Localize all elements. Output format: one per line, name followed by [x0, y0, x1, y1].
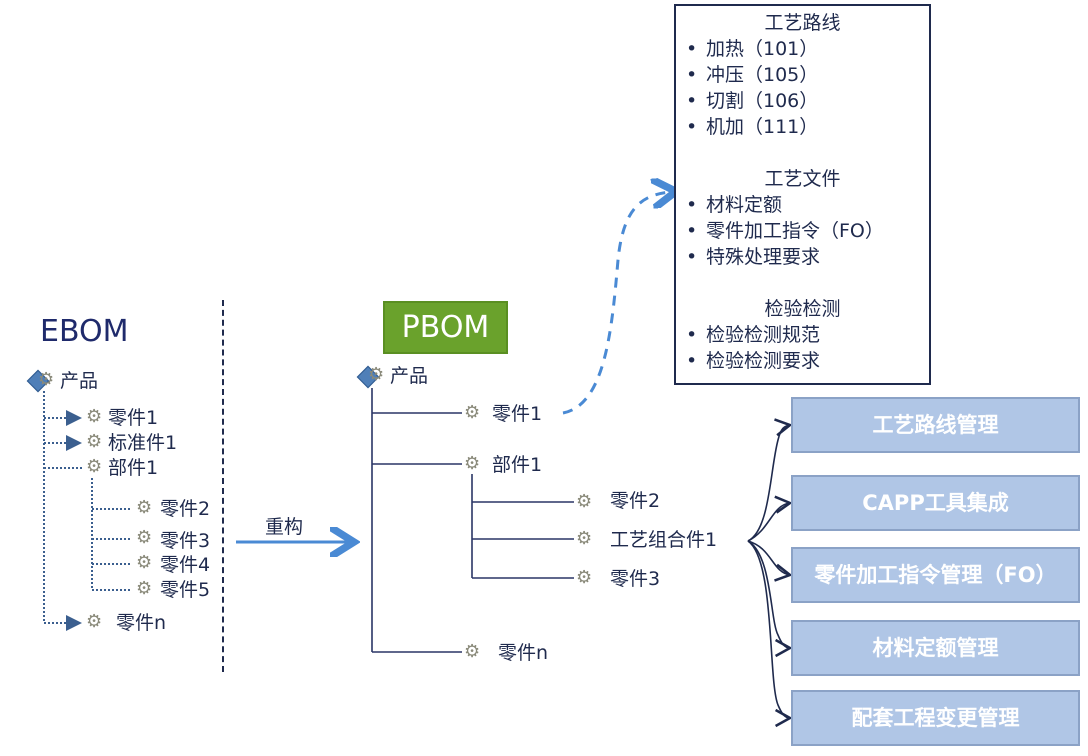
info-section-routing: 工艺路线 •加热（101） •冲压（105） •切割（106） •机加（111） [676, 10, 929, 140]
gear-icon: ⚙ [136, 552, 153, 573]
pbom-item: 部件1 [492, 454, 543, 476]
section-title: 工艺路线 [764, 12, 841, 34]
info-section-inspection: 检验检测 •检验检测规范 •检验检测要求 [676, 296, 929, 374]
mgmt-box-capp: CAPP工具集成 [791, 475, 1080, 531]
mgmt-box-material: 材料定额管理 [791, 620, 1080, 676]
divider-dashed [222, 300, 224, 672]
bullet-item: •切割（106） [686, 90, 819, 112]
pbom-tree-lines [371, 388, 574, 653]
ebom-item: 零件5 [160, 579, 211, 601]
pbom-item: 零件1 [492, 403, 543, 425]
ebom-item: 零件3 [160, 530, 211, 552]
gear-icon: ⚙ [576, 567, 593, 588]
ebom-item: 零件4 [160, 554, 211, 576]
pbom-item: 零件3 [610, 568, 661, 590]
gear-icon: ⚙ [136, 497, 153, 518]
pbom-root-label: 产品 [390, 365, 429, 387]
ebom-item: 部件1 [108, 457, 159, 479]
pbom-item: 零件2 [610, 490, 661, 512]
bullet-item: •检验检测要求 [686, 350, 821, 372]
gear-icon: ⚙ [464, 641, 481, 662]
gear-icon: ⚙ [86, 611, 103, 632]
gear-icon: ⚙ [368, 364, 385, 385]
bullet-item: •材料定额 [686, 194, 783, 216]
ebom-root-label: 产品 [60, 370, 99, 392]
gear-icon: ⚙ [576, 491, 593, 512]
info-link-arrow [562, 192, 670, 415]
ebom-item: 标准件1 [108, 432, 178, 454]
pbom-title: PBOM [383, 301, 508, 354]
restructure-label: 重构 [265, 516, 304, 538]
process-info-box: 工艺路线 •加热（101） •冲压（105） •切割（106） •机加（111）… [674, 4, 931, 385]
section-title: 工艺文件 [764, 168, 841, 190]
section-title: 检验检测 [764, 298, 841, 320]
mgmt-box-routing: 工艺路线管理 [791, 397, 1080, 453]
bullet-item: •检验检测规范 [686, 324, 821, 346]
bullet-item: •零件加工指令（FO） [686, 220, 884, 242]
mgmt-box-change: 配套工程变更管理 [791, 690, 1080, 746]
bullet-item: •机加（111） [686, 116, 819, 138]
gear-icon: ⚙ [464, 402, 481, 423]
ebom-item: 零件1 [108, 407, 159, 429]
ebom-item: 零件n [116, 612, 167, 634]
brace-arrows [747, 418, 793, 728]
ebom-item: 零件2 [160, 498, 211, 520]
ebom-title: EBOM [40, 314, 129, 349]
gear-icon: ⚙ [86, 431, 103, 452]
info-section-documents: 工艺文件 •材料定额 •零件加工指令（FO） •特殊处理要求 [676, 166, 929, 270]
gear-icon: ⚙ [86, 456, 103, 477]
gear-icon: ⚙ [136, 578, 153, 599]
bullet-item: •加热（101） [686, 38, 819, 60]
bullet-item: •特殊处理要求 [686, 246, 821, 268]
mgmt-box-fo: 零件加工指令管理（FO） [791, 547, 1080, 603]
gear-icon: ⚙ [464, 453, 481, 474]
bullet-item: •冲压（105） [686, 64, 819, 86]
pbom-item: 零件n [498, 642, 549, 664]
pbom-item: 工艺组合件1 [610, 529, 718, 551]
gear-icon: ⚙ [86, 406, 103, 427]
gear-icon: ⚙ [136, 527, 153, 548]
gear-icon: ⚙ [38, 369, 55, 390]
gear-icon: ⚙ [576, 528, 593, 549]
